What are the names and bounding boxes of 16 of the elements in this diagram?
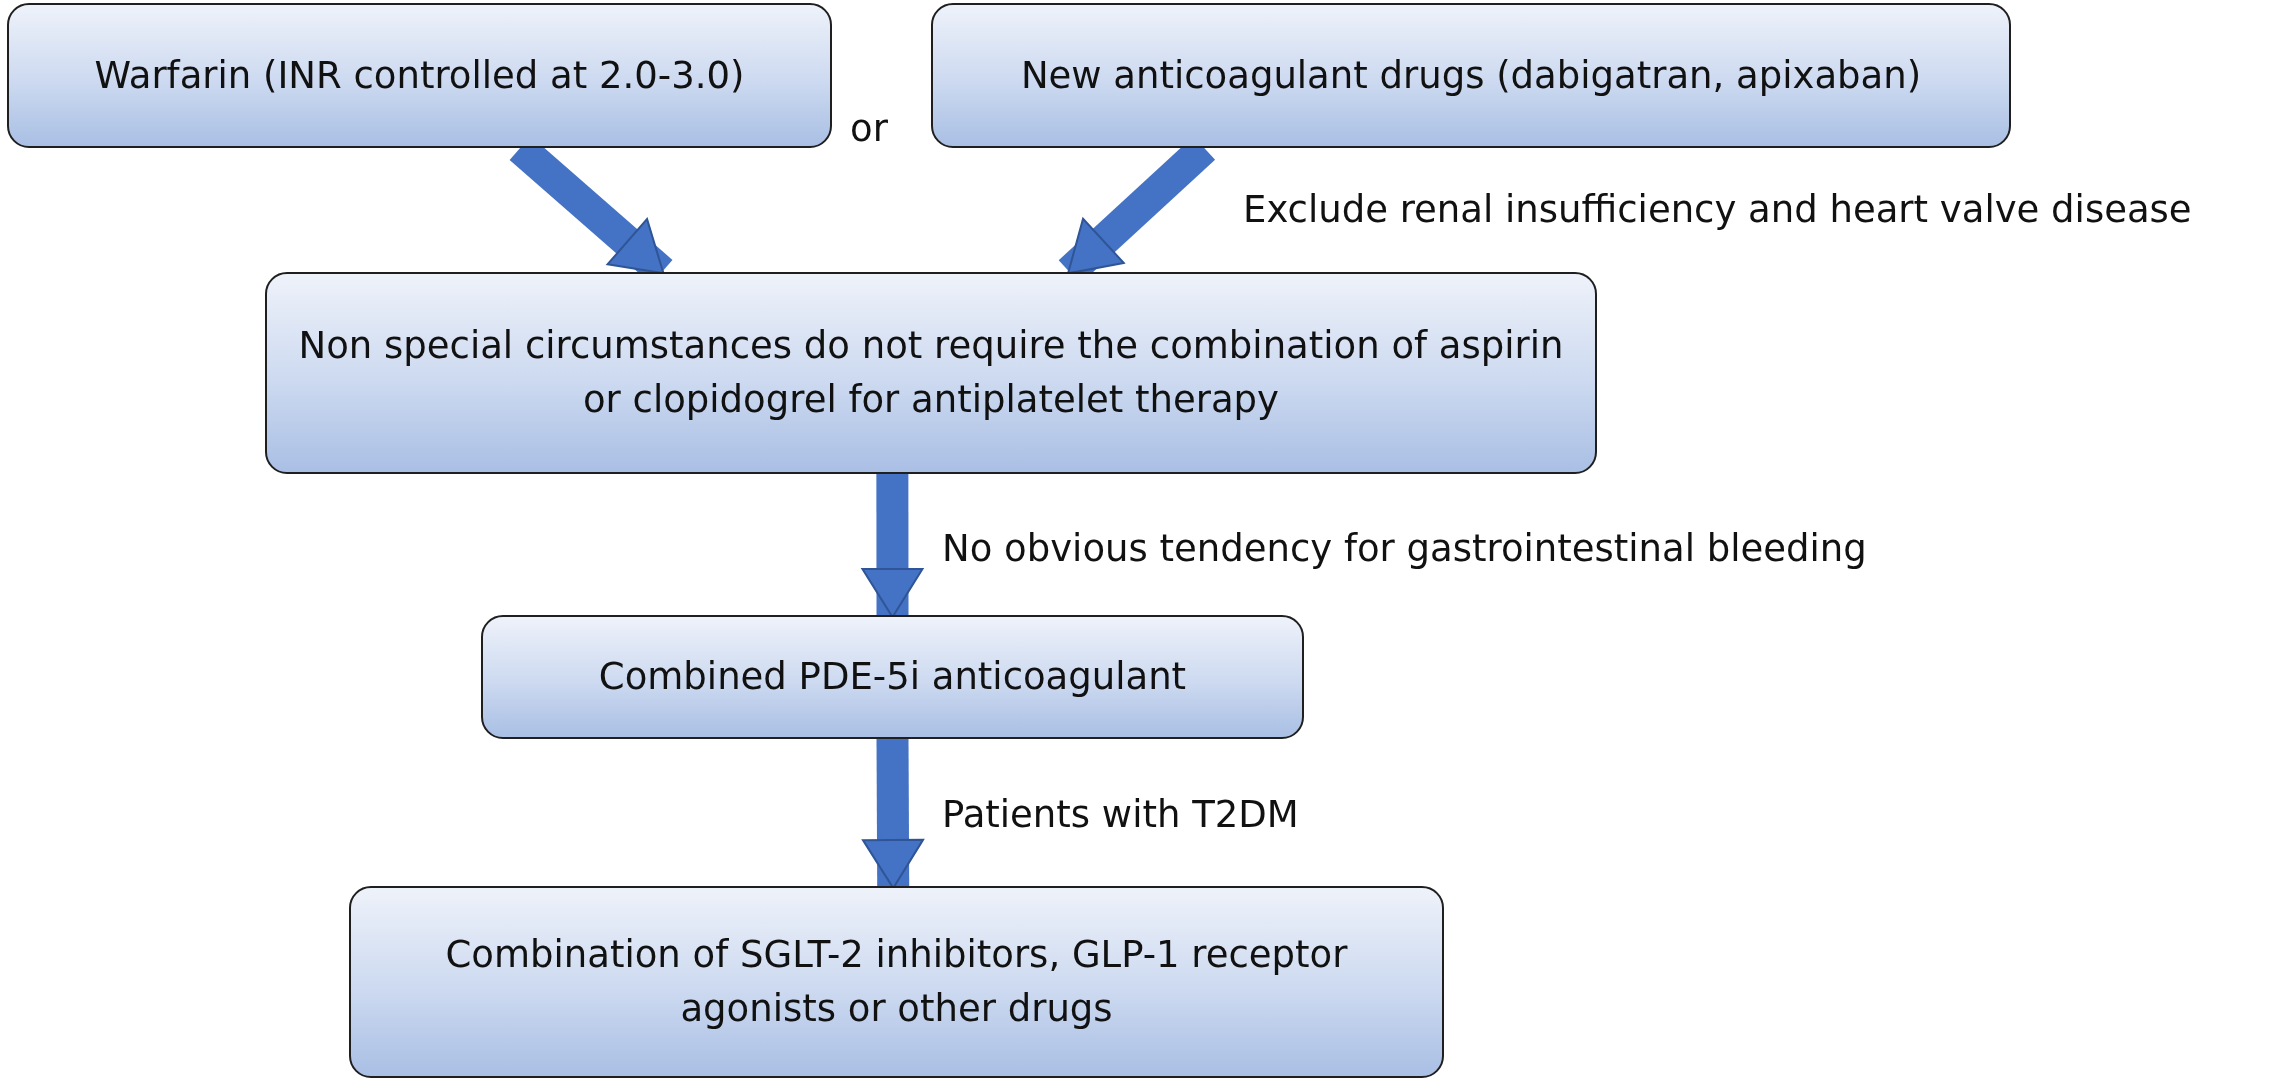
process-box xyxy=(7,3,832,148)
process-box xyxy=(481,615,1304,739)
box-text: Combined PDE-5i anticoagulant xyxy=(598,654,1187,701)
block-arrow xyxy=(861,474,924,618)
connector-word: or xyxy=(850,107,888,152)
box-text: New anticoagulant drugs (dabigatran, apixaban) xyxy=(1020,52,1922,99)
edge-label: Exclude renal insufficiency and heart valve disease xyxy=(1243,188,2192,233)
box-text: Warfarin (INR controlled at 2.0-3.0) xyxy=(94,52,745,99)
process-box xyxy=(265,272,1597,474)
process-box xyxy=(349,886,1444,1078)
process-box xyxy=(931,3,2011,148)
edge-label: No obvious tendency for gastrointestinal bleeding xyxy=(942,527,1867,572)
edge-label: Patients with T2DM xyxy=(942,793,1299,838)
box-text: Combination of SGLT-2 inhibitors, GLP-1 receptor agonists or other drugs xyxy=(444,932,1349,1032)
box-text: Non special circumstances do not require the combination of aspirin or clopidogrel for antiplatelet therapy xyxy=(297,323,1565,423)
block-arrow xyxy=(862,738,924,889)
